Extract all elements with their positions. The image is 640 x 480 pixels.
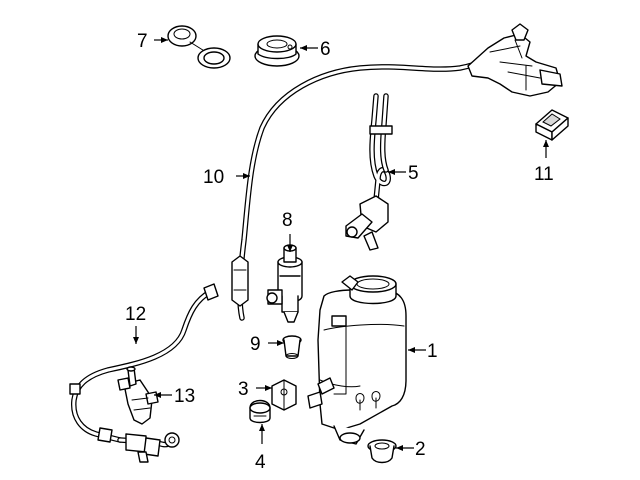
svg-text:5: 5 — [408, 163, 419, 184]
clip-3 — [271, 379, 297, 411]
svg-text:12: 12 — [125, 304, 146, 325]
callout-3: 3 — [238, 379, 272, 400]
callout-1: 1 — [408, 341, 438, 362]
callout-10: 10 — [203, 167, 250, 188]
svg-text:4: 4 — [255, 452, 266, 473]
callout-4: 4 — [255, 424, 266, 473]
callout-6: 6 — [300, 39, 331, 60]
callout-13: 13 — [154, 386, 195, 407]
callout-11: 11 — [534, 140, 554, 185]
svg-text:8: 8 — [282, 210, 293, 231]
svg-text:7: 7 — [137, 31, 148, 52]
cap-7 — [167, 25, 231, 69]
svg-text:13: 13 — [174, 386, 195, 407]
hose-10 — [231, 23, 563, 321]
svg-text:6: 6 — [320, 39, 331, 60]
callout-8: 8 — [282, 210, 293, 252]
switch-11 — [535, 109, 569, 141]
svg-text:2: 2 — [415, 439, 426, 460]
callout-7: 7 — [137, 31, 168, 52]
svg-text:10: 10 — [203, 167, 224, 188]
svg-text:11: 11 — [534, 164, 554, 185]
callout-5: 5 — [388, 163, 419, 184]
grommet-9 — [282, 335, 302, 359]
svg-text:1: 1 — [427, 341, 438, 362]
pump-8 — [266, 244, 303, 323]
callout-9: 9 — [250, 334, 284, 355]
svg-text:3: 3 — [238, 379, 249, 400]
svg-text:9: 9 — [250, 334, 261, 355]
callout-12: 12 — [125, 304, 146, 344]
hose-12 — [69, 283, 219, 463]
callout-2: 2 — [396, 439, 426, 460]
grommet-2 — [367, 439, 397, 464]
valve-13 — [117, 366, 159, 425]
grommet-6 — [254, 35, 300, 67]
cap-4 — [249, 399, 271, 424]
reservoir-1 — [307, 275, 407, 445]
fitting-5 — [345, 93, 393, 251]
